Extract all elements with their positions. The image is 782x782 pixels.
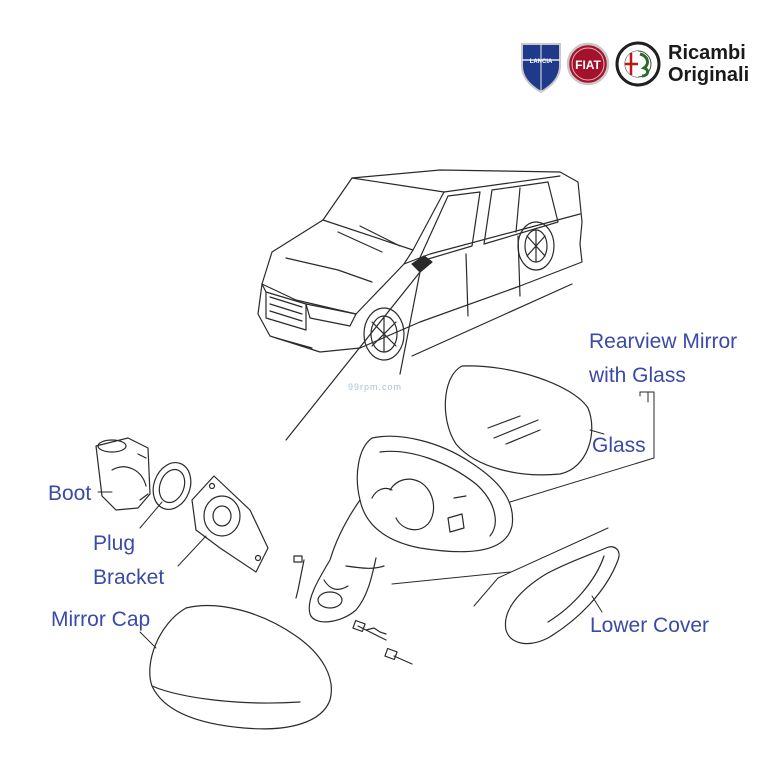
label-glass: Glass xyxy=(592,434,646,457)
svg-text:FIAT: FIAT xyxy=(575,58,601,72)
watermark: 99rpm.com xyxy=(348,382,403,392)
label-boot: Boot xyxy=(48,482,92,505)
lower-cover-part xyxy=(504,546,620,645)
plug-part xyxy=(152,462,192,510)
glass-part xyxy=(444,365,593,476)
brand-line-ricambi: Ricambi xyxy=(668,42,746,64)
lancia-logo: LANCIA xyxy=(521,43,561,94)
label-bracket: Bracket xyxy=(93,566,165,589)
car-illustration xyxy=(257,169,583,361)
brand-line-originali: Originali xyxy=(668,64,750,86)
label-lower-cover: Lower Cover xyxy=(590,614,710,637)
mirror-cap-part xyxy=(149,604,332,730)
label-rearview-mirror: Rearview Mirror xyxy=(589,330,738,353)
screws-part xyxy=(352,619,413,665)
label-mirror-cap: Mirror Cap xyxy=(51,608,151,631)
bracket-part xyxy=(191,475,269,573)
fiat-logo: FIAT xyxy=(566,42,610,86)
mirror-housing-part xyxy=(293,435,514,623)
brand-logos: LANCIA FIAT xyxy=(521,41,661,94)
leader-lines xyxy=(97,391,655,649)
svg-text:LANCIA: LANCIA xyxy=(530,59,553,65)
alfa-romeo-logo xyxy=(615,41,661,87)
car-leader-line xyxy=(285,271,421,441)
label-plug: Plug xyxy=(93,532,136,555)
boot-part xyxy=(95,437,151,511)
label-with-glass: with Glass xyxy=(589,364,686,387)
